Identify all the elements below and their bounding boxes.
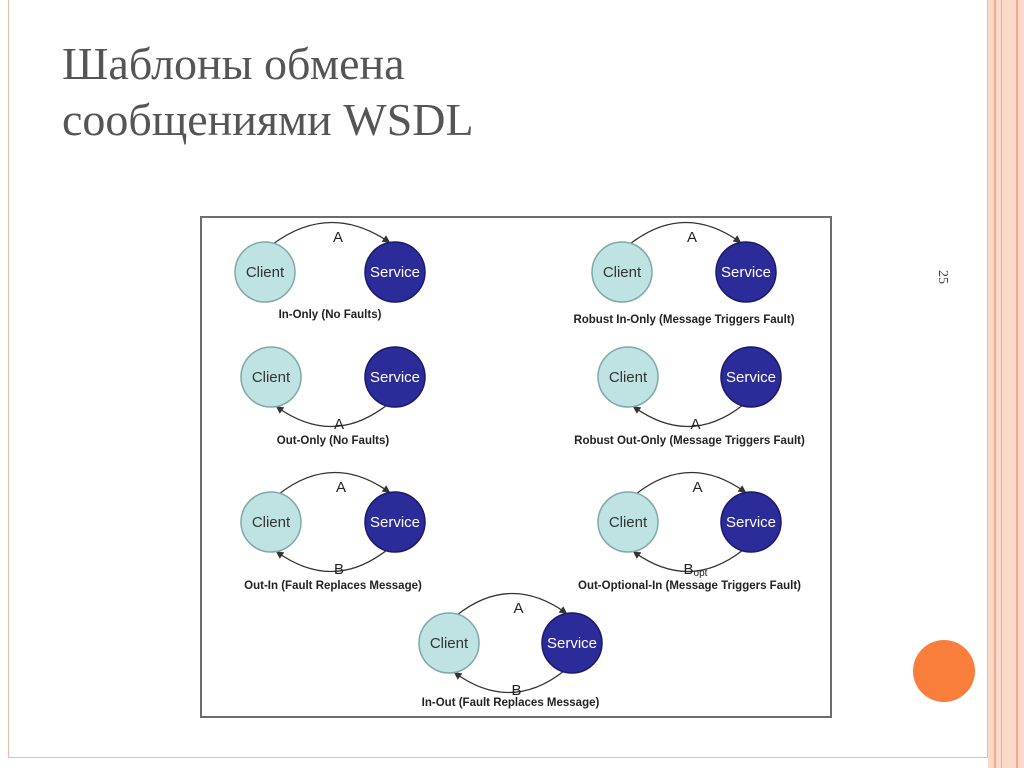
service-node (364, 241, 426, 303)
message-arrow-bottom (632, 404, 744, 428)
message-label-bottom: B (511, 682, 521, 699)
service-node-label: Service (370, 369, 420, 386)
message-label-bottom: B (334, 561, 344, 578)
client-node-label: Client (609, 369, 648, 386)
message-arrow-top (456, 592, 568, 616)
client-node (591, 241, 653, 303)
service-node-label: Service (370, 514, 420, 531)
message-arrow-bottom (453, 670, 565, 694)
message-label-top: A (333, 229, 343, 246)
service-node-label: Service (721, 264, 771, 281)
decorative-side-strip (988, 0, 1024, 768)
service-node-label: Service (726, 369, 776, 386)
client-node-label: Client (252, 369, 291, 386)
service-node (715, 241, 777, 303)
pattern-caption: Out-In (Fault Replaces Message) (244, 580, 422, 592)
pattern-caption: In-Only (No Faults) (279, 309, 382, 321)
client-node-label: Client (252, 514, 291, 531)
slide-frame (8, 0, 988, 758)
service-node (720, 491, 782, 553)
service-node (720, 346, 782, 408)
client-node-label: Client (603, 264, 642, 281)
message-label-top: A (513, 600, 523, 617)
title-line-2: сообщениями WSDL (62, 94, 474, 145)
pattern-caption: Robust In-Only (Message Triggers Fault) (573, 314, 794, 326)
service-node (541, 612, 603, 674)
message-label-top: A (336, 479, 346, 496)
service-node (364, 346, 426, 408)
message-arrow-top (635, 471, 747, 495)
client-node (234, 241, 296, 303)
message-label-top: A (692, 479, 702, 496)
client-node (597, 491, 659, 553)
client-node (597, 346, 659, 408)
message-arrow-top (278, 471, 391, 495)
title-line-1: Шаблоны обмена (62, 38, 405, 89)
message-label-bottom: A (334, 416, 344, 433)
message-label-bottom: Bopt (684, 561, 708, 579)
service-node-label: Service (370, 264, 420, 281)
service-node-label: Service (547, 635, 597, 652)
message-arrow-top (272, 221, 391, 245)
slide-title: Шаблоны обмена сообщениями WSDL (62, 36, 822, 148)
client-node-label: Client (430, 635, 469, 652)
service-node-label: Service (726, 514, 776, 531)
client-node (240, 346, 302, 408)
message-arrow-bottom (275, 404, 388, 428)
decorative-orange-dot (913, 640, 975, 702)
message-arrow-top (629, 221, 742, 245)
page-number: 25 (935, 270, 950, 284)
pattern-caption: Out-Optional-In (Message Triggers Fault) (578, 580, 801, 592)
client-node-label: Client (246, 264, 285, 281)
message-label-bottom: A (690, 416, 700, 433)
message-label-subscript: opt (694, 568, 708, 579)
client-node-label: Client (609, 514, 648, 531)
pattern-caption: Out-Only (No Faults) (277, 435, 390, 447)
message-arrow-bottom (275, 549, 388, 573)
client-node (418, 612, 480, 674)
message-arrow-bottom (632, 549, 744, 573)
pattern-caption: In-Out (Fault Replaces Message) (422, 697, 600, 709)
message-label-top: A (687, 229, 697, 246)
service-node (364, 491, 426, 553)
client-node (240, 491, 302, 553)
pattern-caption: Robust Out-Only (Message Triggers Fault) (574, 435, 805, 447)
